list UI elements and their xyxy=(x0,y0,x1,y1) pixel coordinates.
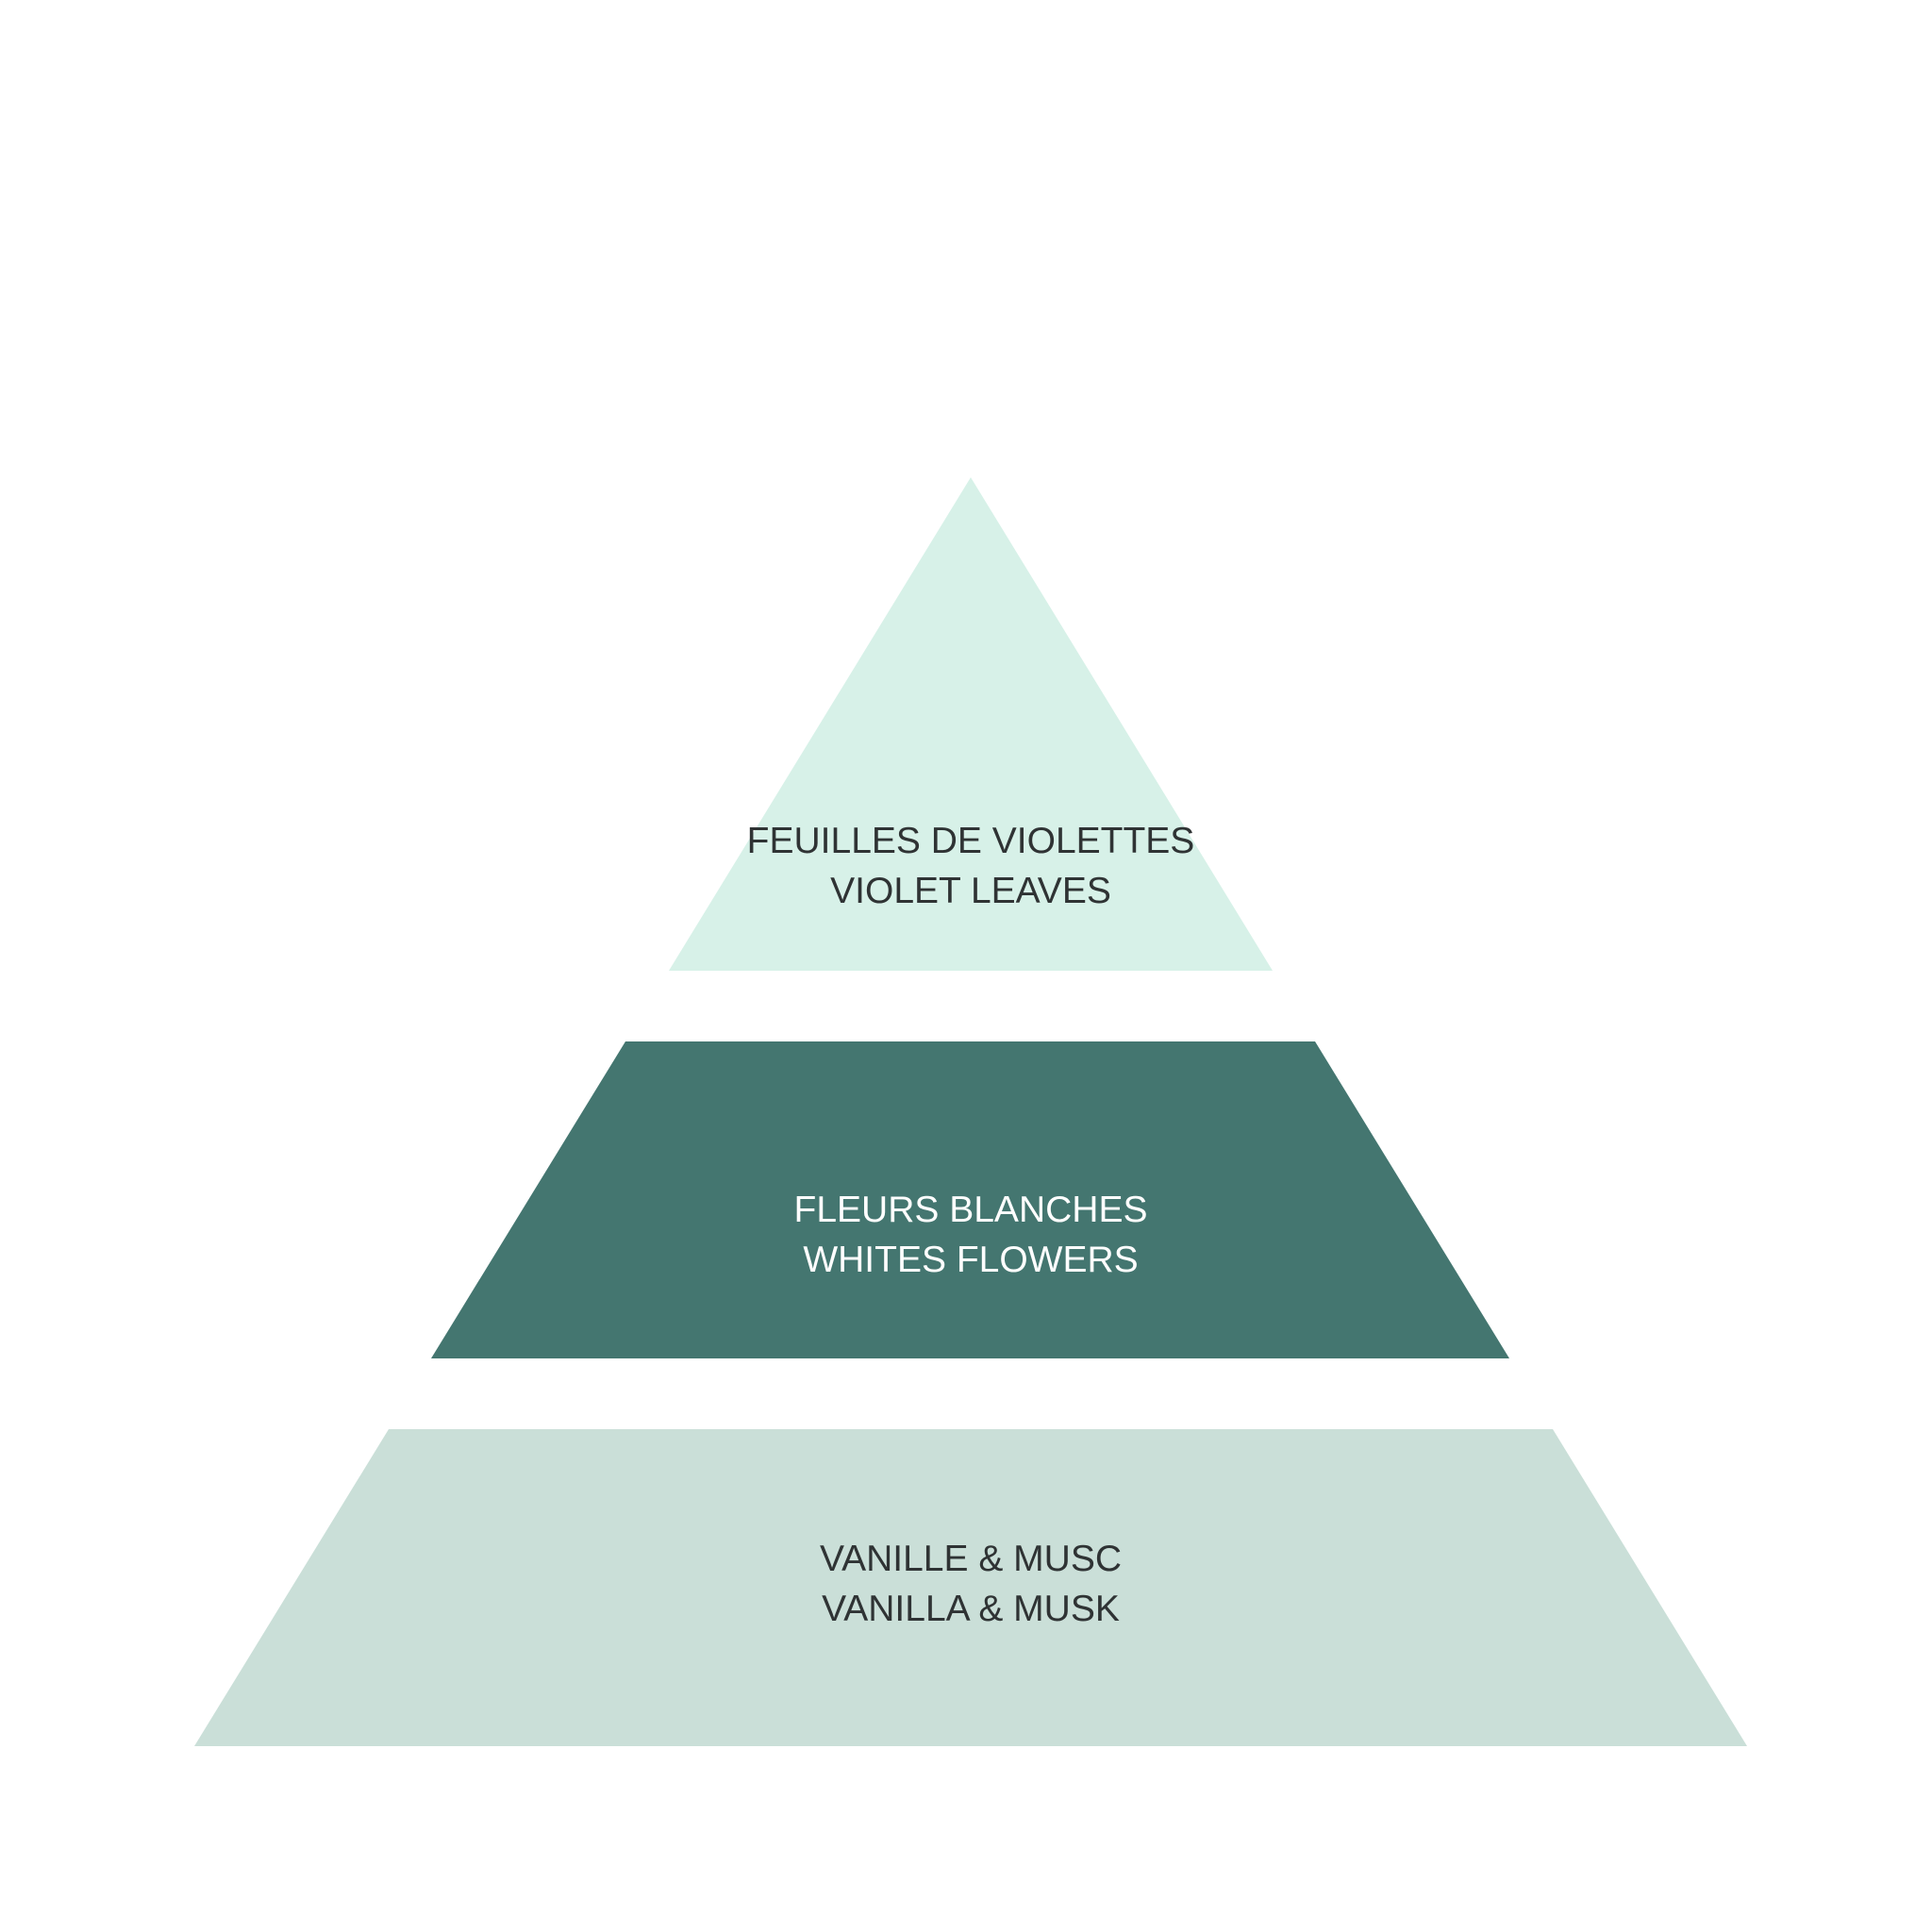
bottom-tier-label-line2: VANILLA & MUSK xyxy=(822,1589,1120,1629)
middle-tier-label-line2: WHITES FLOWERS xyxy=(803,1240,1138,1280)
top-tier-label-line1: FEUILLES DE VIOLETTES xyxy=(747,821,1195,861)
middle-tier-label-line1: FLEURS BLANCHES xyxy=(794,1190,1148,1230)
bottom-tier-label-line1: VANILLE & MUSC xyxy=(820,1539,1122,1579)
top-tier xyxy=(669,477,1273,971)
top-tier-label-line2: VIOLET LEAVES xyxy=(830,871,1111,911)
middle-tier xyxy=(431,1041,1509,1358)
bottom-tier xyxy=(194,1429,1747,1746)
